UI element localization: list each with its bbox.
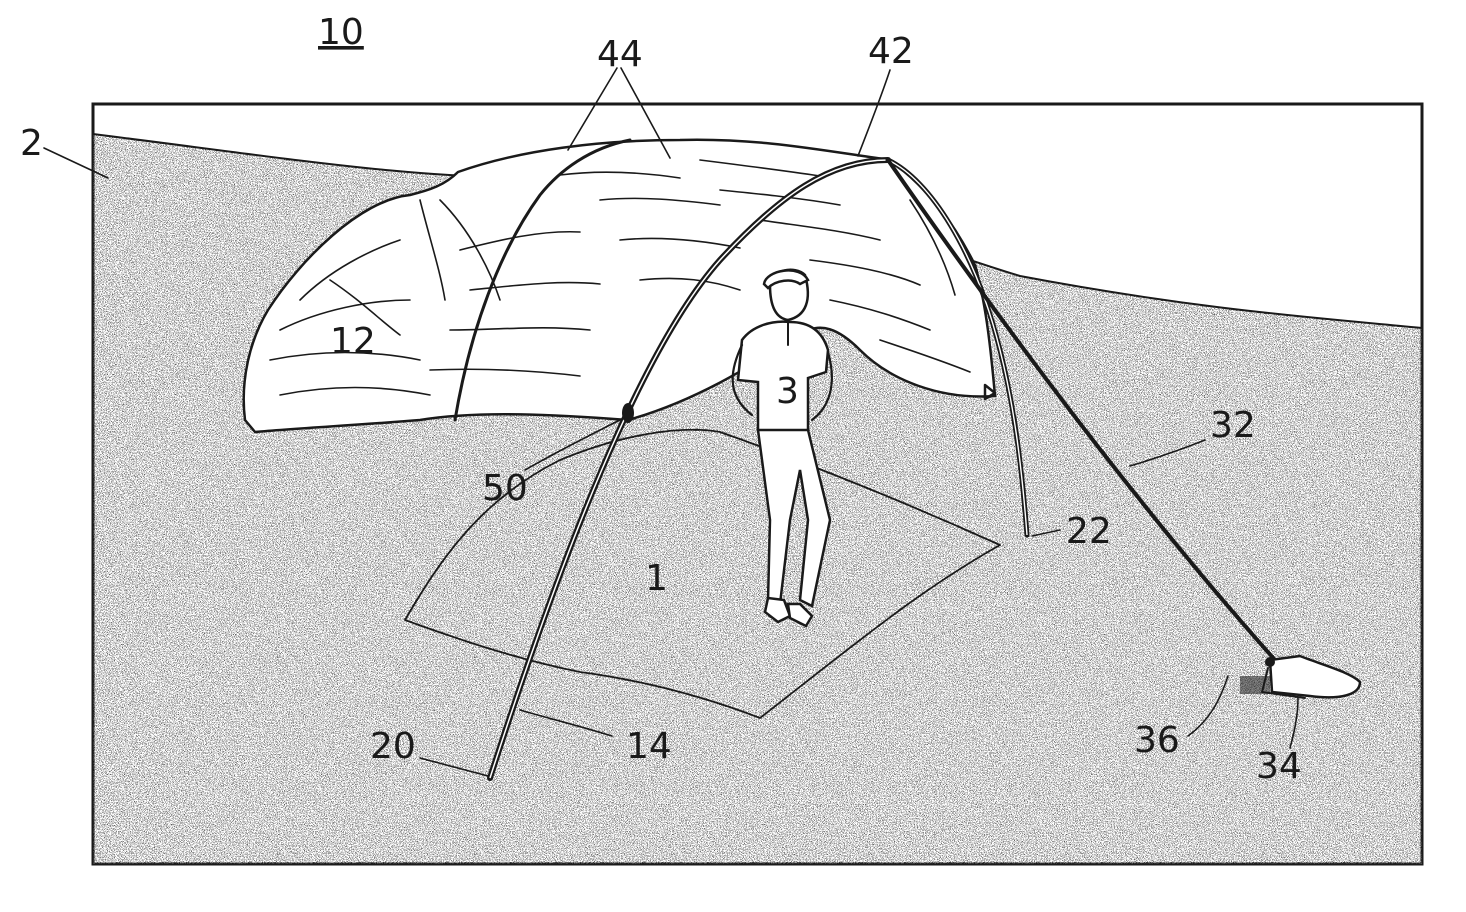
pole-joint-marker — [622, 403, 634, 423]
label-person: 3 — [776, 371, 799, 412]
person-figure — [731, 268, 833, 628]
anchor-object — [1240, 654, 1362, 699]
label-area: 1 — [645, 558, 668, 599]
label-guy-line: 32 — [1210, 405, 1256, 446]
label-tarp-edges: 44 — [597, 34, 643, 75]
label-pole-end-a: 20 — [370, 726, 416, 767]
pole-arch — [487, 157, 1030, 781]
label-pole: 14 — [626, 726, 672, 767]
leader-lines — [43, 67, 1299, 777]
ground-area-outline — [404, 428, 1001, 719]
tarp-cover — [242, 138, 997, 434]
label-pole-end-b: 22 — [1066, 511, 1112, 552]
label-pole-joint: 50 — [482, 468, 528, 509]
guy-line — [886, 158, 1277, 662]
figure-number: 10 — [318, 12, 364, 53]
label-anchor-tie: 36 — [1134, 720, 1180, 761]
label-ground: 2 — [20, 123, 43, 164]
label-tarp: 12 — [330, 321, 376, 362]
label-anchor: 34 — [1256, 746, 1302, 787]
label-pole-apex: 42 — [868, 31, 914, 72]
